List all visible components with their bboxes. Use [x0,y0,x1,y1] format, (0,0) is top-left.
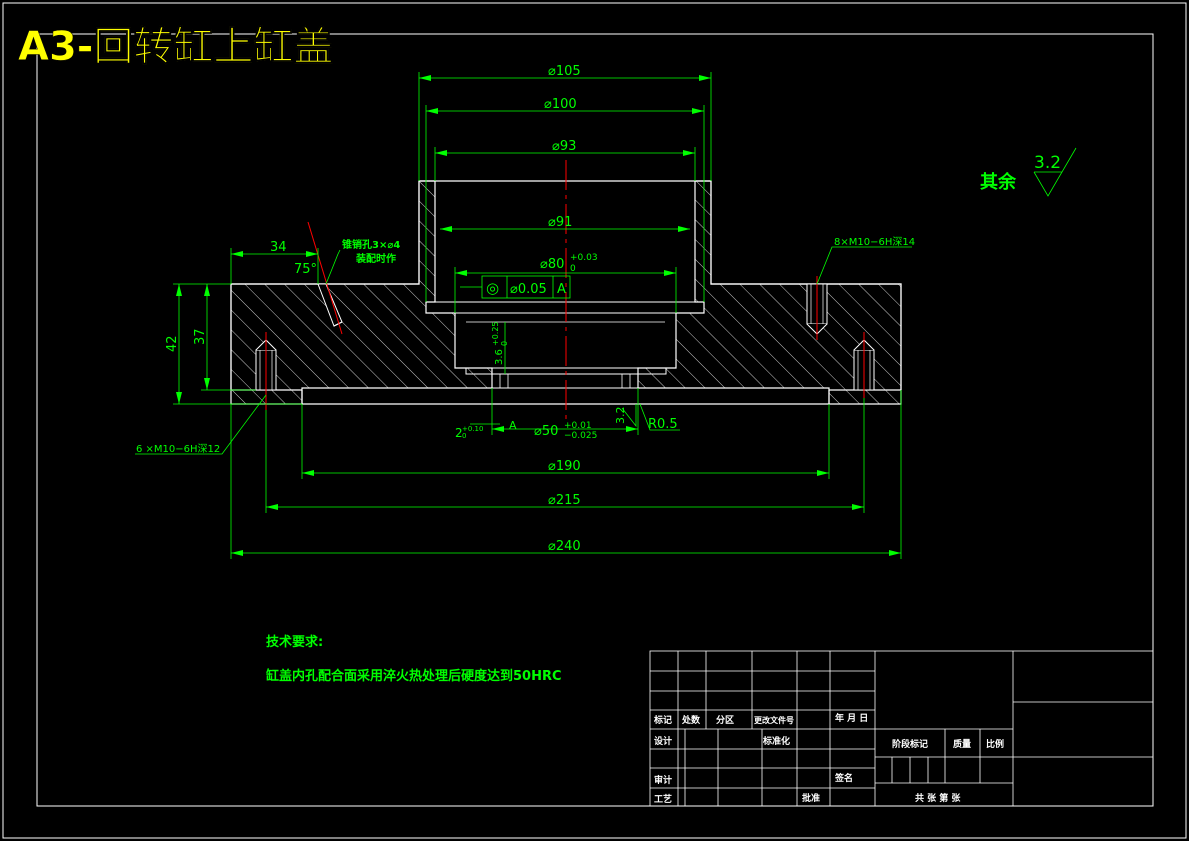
tb-zone: 分区 [716,714,734,726]
dim-d105: ⌀105 [548,64,581,79]
coaxiality-value: ⌀0.05 [510,282,547,297]
dim-d100: ⌀100 [544,97,577,112]
dimension-arrows [176,75,901,556]
dim-d80-tol-upper: +0.03 [570,253,598,263]
dim-2-tol-upper: +0.10 [462,425,483,433]
dim-37: 37 [193,328,208,345]
part-section [230,160,902,420]
tb-sheets: 共 张 第 张 [915,792,961,804]
tb-weight: 质量 [953,738,971,750]
tb-signature: 签名 [834,772,853,784]
tb-scale: 比例 [986,738,1004,750]
pin-hole-note-1: 锥销孔3×⌀4 [342,238,400,251]
centerline-pin [307,221,343,335]
dim-3-6-tol-lower: 0 [500,341,509,346]
title-block [649,650,1154,807]
dim-3-6: 3.6 [494,349,505,365]
dim-angle75: 75° [294,262,317,277]
tb-ymd: 年 月 日 [835,712,868,724]
tb-standardize: 标准化 [762,735,790,747]
bore-50 [491,373,639,389]
dim-42: 42 [165,335,180,352]
dim-d80-tol-lower: 0 [570,264,576,274]
dim-3-2-bore: 3.2 [614,407,627,425]
coaxiality-symbol: ◎ [486,279,499,297]
dim-3-6-tol-upper: +0.25 [491,321,500,346]
roughness-label: 其余 [980,171,1017,193]
tb-approve: 批准 [802,792,820,804]
pin-hole-note-2: 装配时作 [355,252,396,265]
thread-note-right: 8×M10−6H深14 [834,236,915,248]
dim-d240: ⌀240 [548,539,581,554]
tb-stage-mark: 阶段标记 [892,738,928,750]
dim-2-tol-lower: 0 [462,432,466,440]
dim-d50: ⌀50 [534,424,558,439]
tb-mark: 标记 [653,714,672,726]
dim-d190: ⌀190 [548,459,581,474]
dim-d80: ⌀80 [540,257,564,272]
drawing-title: A3-回转缸上缸盖 [18,24,333,70]
thread-note-left: 6 ×M10−6H深12 [136,443,220,455]
roughness-value: 3.2 [1034,153,1061,173]
dim-d91: ⌀91 [548,215,572,230]
tb-process: 工艺 [654,793,672,805]
inner-frame [36,33,1154,807]
dim-r05: R0.5 [648,417,678,432]
dimension-lines [135,72,1077,559]
dim-d215: ⌀215 [548,493,581,508]
dim-34: 34 [270,240,287,255]
dim-d50-tol-lower: −0.025 [564,431,597,441]
dim-d93: ⌀93 [552,139,576,154]
title-block-text: 标记 处数 分区 更改文件号 年 月 日 设计 标准化 审计 工艺 签名 批准 … [653,712,1004,805]
dim-d50-tol-upper: +0.01 [564,421,592,431]
tb-review: 审计 [654,774,672,786]
datum-a-symbol: A [509,419,517,432]
dim-2: 2 [455,426,463,440]
tb-change-doc: 更改文件号 [754,715,794,725]
bore-step [425,301,705,314]
tb-count: 处数 [681,714,701,726]
tb-design: 设计 [654,735,672,747]
coaxiality-datum: A [557,282,566,297]
tech-req-heading: 技术要求: [266,634,323,650]
tech-req-line1: 缸盖内孔配合面采用淬火热处理后硬度达到50HRC [265,668,562,684]
